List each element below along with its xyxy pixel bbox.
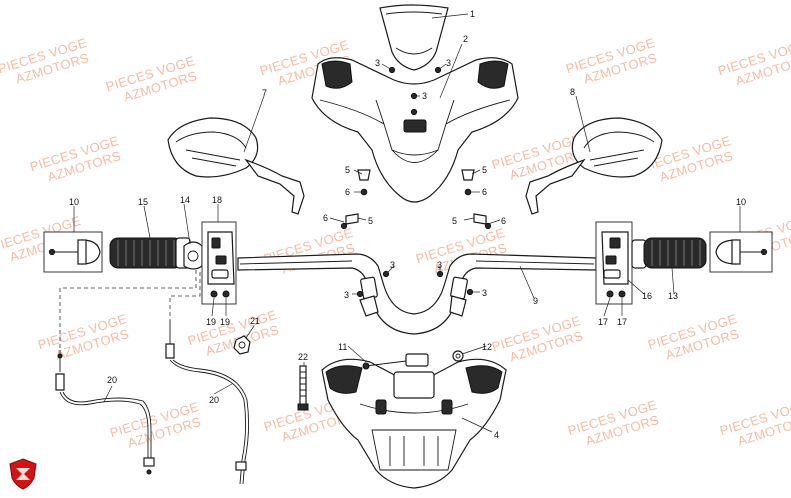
right-switch-housing-part	[595, 221, 633, 305]
callout-6: 6	[501, 216, 506, 226]
callout-3: 3	[482, 288, 487, 298]
callout-5: 5	[345, 165, 350, 175]
callout-16: 16	[642, 291, 652, 301]
callout-17: 17	[617, 317, 627, 327]
leader-lines	[73, 13, 741, 433]
callout-6: 6	[323, 213, 328, 223]
callout-3: 3	[422, 91, 427, 101]
callout-17: 17	[598, 317, 608, 327]
right-grip-part	[631, 237, 707, 269]
callout-22: 22	[298, 352, 308, 362]
windscreen-part	[379, 4, 449, 71]
right-bar-end-part	[709, 231, 773, 273]
callout-3: 3	[437, 260, 442, 270]
callout-15: 15	[138, 197, 148, 207]
bolt-part	[297, 365, 309, 411]
callout-18: 18	[212, 195, 222, 205]
callout-1: 1	[470, 9, 475, 19]
callout-labels: 1 2 3 3 3 3 3 3 3 4 5 5 5 5 6 6 6 6 7 8 …	[69, 9, 746, 440]
handlebar-part	[237, 253, 597, 335]
left-switch-housing-part	[201, 221, 237, 305]
callout-12: 12	[482, 342, 492, 352]
left-mirror-part	[167, 117, 305, 215]
callout-6: 6	[345, 187, 350, 197]
left-bar-end-part	[43, 231, 103, 273]
callout-10: 10	[736, 197, 746, 207]
callout-3: 3	[446, 58, 451, 68]
callout-20: 20	[209, 395, 219, 405]
callout-3: 3	[390, 260, 395, 270]
callout-3: 3	[375, 58, 380, 68]
callout-11: 11	[338, 342, 347, 352]
callout-5: 5	[452, 216, 457, 226]
callout-10: 10	[69, 197, 79, 207]
callout-20: 20	[107, 375, 117, 385]
callout-3: 3	[344, 290, 349, 300]
callout-6: 6	[482, 187, 487, 197]
callout-8: 8	[570, 87, 575, 97]
callout-19: 19	[220, 317, 230, 327]
washer-part	[452, 350, 464, 362]
brake-cable-part	[165, 272, 250, 485]
callout-9: 9	[533, 296, 538, 306]
upper-cowl-part	[311, 57, 519, 203]
callout-19: 19	[206, 317, 216, 327]
callout-7: 7	[262, 88, 267, 98]
left-throttle-part	[183, 241, 203, 270]
lower-cowl-part	[321, 358, 507, 489]
callout-13: 13	[668, 291, 678, 301]
throttle-cable-part	[55, 270, 197, 475]
callout-5: 5	[482, 165, 487, 175]
bracket-bolt-part	[362, 353, 429, 370]
callout-21: 21	[250, 316, 260, 326]
right-mirror-part	[525, 117, 663, 215]
azmotors-shield-icon	[9, 458, 37, 490]
left-grip-part	[109, 237, 191, 269]
callout-4: 4	[494, 430, 499, 440]
callout-5: 5	[368, 216, 373, 226]
nut-part	[233, 335, 251, 355]
callout-2: 2	[463, 34, 468, 44]
callout-14: 14	[180, 195, 190, 205]
